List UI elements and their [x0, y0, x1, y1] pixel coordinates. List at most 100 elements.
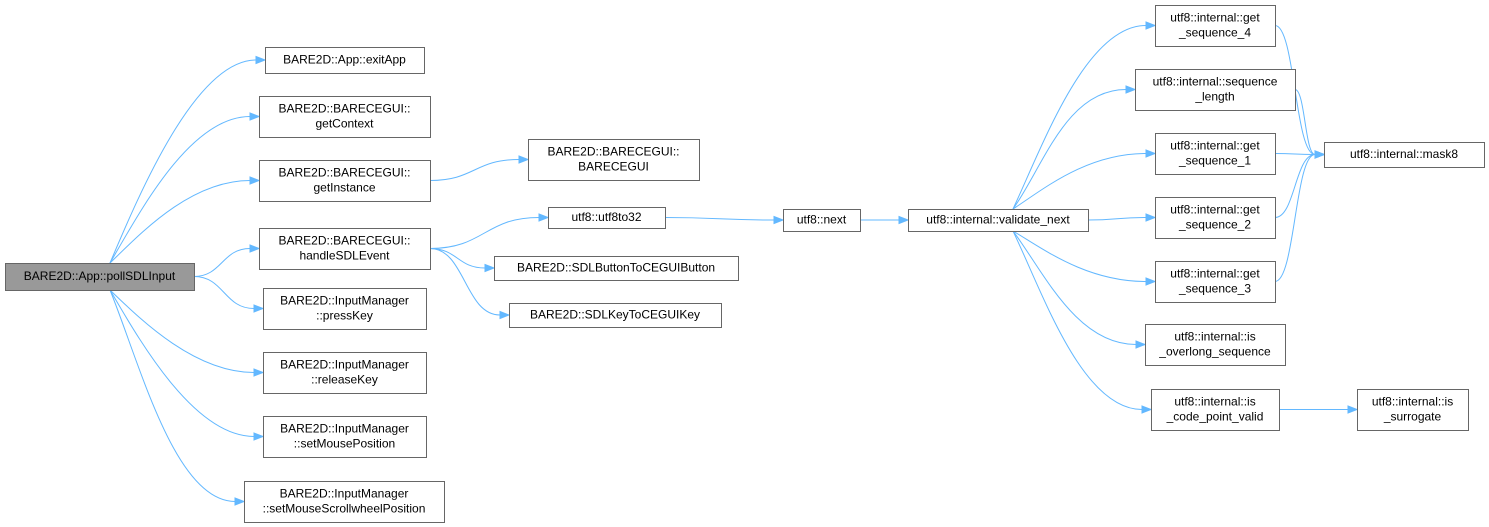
edge-root-to-exitApp	[109, 59, 257, 264]
edge-utf8to32-to-next	[664, 217, 775, 221]
node-getInstance[interactable]: BARE2D::BARECEGUI::getInstance	[259, 160, 431, 202]
edge-arrowhead	[1125, 85, 1137, 94]
node-is_code_point_valid[interactable]: utf8::internal::is_code_point_valid	[1151, 389, 1280, 431]
node-mask8[interactable]: utf8::internal::mask8	[1324, 142, 1485, 168]
node-releaseKey[interactable]: BARE2D::InputManager::releaseKey	[263, 352, 427, 394]
node-get_sequence_4[interactable]: utf8::internal::get_sequence_4	[1155, 5, 1276, 47]
node-root[interactable]: BARE2D::App::pollSDLInput	[5, 263, 195, 291]
edge-validate_next-to-get_sequence_2	[1087, 217, 1147, 221]
node-label: utf8::internal::get	[1170, 139, 1260, 153]
edge-arrowhead	[1135, 340, 1147, 349]
node-validate_next[interactable]: utf8::internal::validate_next	[908, 209, 1089, 232]
edge-arrowhead	[249, 176, 261, 185]
edge-root-to-getContext	[109, 116, 251, 264]
node-label: BARE2D::BARECEGUI::	[278, 102, 410, 116]
node-exitApp[interactable]: BARE2D::App::exitApp	[265, 47, 425, 74]
node-label: _length	[1194, 90, 1234, 104]
node-utf8to32[interactable]: utf8::utf8to32	[548, 207, 666, 229]
node-label: utf8::internal::get	[1170, 267, 1260, 281]
node-box	[265, 47, 425, 74]
edge-root-to-pressKey	[193, 276, 255, 309]
node-setMouseScrollwheelPosition[interactable]: BARE2D::InputManager::setMouseScrollwhee…	[244, 481, 445, 523]
edge-validate_next-to-sequence_length	[1012, 89, 1127, 210]
edge-arrowhead	[253, 368, 265, 377]
node-label: ::setMouseScrollwheelPosition	[263, 502, 426, 516]
edge-arrowhead	[1314, 150, 1326, 159]
node-box	[1155, 133, 1276, 175]
node-box	[528, 139, 700, 181]
node-box	[1151, 389, 1280, 431]
edge-getInstance-to-BARECEGUI	[429, 159, 520, 181]
edge-arrowhead	[1347, 405, 1359, 414]
node-label: utf8::internal::is	[1174, 330, 1255, 344]
node-label: ::setMousePosition	[294, 437, 395, 451]
edge-validate_next-to-get_sequence_4	[1012, 25, 1147, 210]
node-box	[494, 256, 739, 281]
node-SDLKeyToCEGUIKey[interactable]: BARE2D::SDLKeyToCEGUIKey	[509, 303, 722, 328]
node-is_surrogate[interactable]: utf8::internal::is_surrogate	[1357, 389, 1469, 431]
edge-arrowhead	[518, 155, 530, 164]
node-label: BARE2D::InputManager	[280, 422, 409, 436]
edge-sequence_length-to-mask8	[1294, 89, 1316, 155]
node-label: _sequence_2	[1178, 218, 1251, 232]
edge-arrowhead	[253, 304, 265, 313]
node-label: _sequence_4	[1178, 26, 1251, 40]
node-sequence_length[interactable]: utf8::internal::sequence_length	[1135, 69, 1296, 111]
node-label: BARE2D::BARECEGUI::	[278, 166, 410, 180]
node-label: getContext	[315, 117, 374, 131]
edge-handleSDLEvent-to-SDLKeyToCEGUIKey	[429, 248, 501, 316]
node-box	[548, 207, 666, 229]
node-label: BARE2D::App::pollSDLInput	[24, 269, 176, 283]
edge-validate_next-to-is_overlong_sequence	[1012, 230, 1137, 345]
edge-get_sequence_1-to-mask8	[1274, 153, 1316, 155]
node-label: BARE2D::InputManager	[280, 358, 409, 372]
node-is_overlong_sequence[interactable]: utf8::internal::is_overlong_sequence	[1145, 324, 1286, 366]
node-label: utf8::internal::get	[1170, 11, 1260, 25]
edge-validate_next-to-get_sequence_1	[1012, 153, 1147, 210]
node-setMousePosition[interactable]: BARE2D::InputManager::setMousePosition	[263, 416, 427, 458]
node-box	[1324, 142, 1485, 168]
node-box	[783, 209, 861, 232]
edge-arrowhead	[255, 55, 267, 65]
node-box	[263, 288, 427, 330]
edges-layer	[109, 21, 1359, 506]
node-box	[908, 209, 1089, 232]
edge-arrowhead	[1141, 405, 1153, 414]
edge-arrowhead	[253, 432, 265, 441]
node-label: utf8::internal::mask8	[1350, 147, 1458, 161]
node-getContext[interactable]: BARE2D::BARECEGUI::getContext	[259, 96, 431, 138]
edge-get_sequence_2-to-mask8	[1274, 154, 1316, 218]
edge-arrowhead	[1145, 213, 1157, 222]
node-box	[244, 481, 445, 523]
node-label: _sequence_3	[1178, 282, 1251, 296]
node-box	[509, 303, 722, 328]
edge-arrowhead	[773, 215, 785, 225]
node-get_sequence_1[interactable]: utf8::internal::get_sequence_1	[1155, 133, 1276, 175]
edge-arrowhead	[1145, 277, 1157, 286]
node-handleSDLEvent[interactable]: BARE2D::BARECEGUI::handleSDLEvent	[259, 228, 431, 270]
node-label: BARE2D::SDLButtonToCEGUIButton	[517, 261, 715, 275]
node-box	[263, 352, 427, 394]
edge-arrowhead	[249, 112, 261, 121]
node-label: _sequence_1	[1178, 154, 1251, 168]
node-label: utf8::internal::is	[1372, 395, 1453, 409]
node-label: BARE2D::BARECEGUI::	[278, 234, 410, 248]
edge-get_sequence_3-to-mask8	[1274, 154, 1316, 282]
node-box	[1155, 261, 1276, 303]
node-label: BARE2D::InputManager	[280, 487, 409, 501]
node-box	[1357, 389, 1469, 431]
node-get_sequence_3[interactable]: utf8::internal::get_sequence_3	[1155, 261, 1276, 303]
edge-validate_next-to-is_code_point_valid	[1012, 230, 1143, 410]
node-box	[259, 228, 431, 270]
node-box	[263, 416, 427, 458]
node-box	[5, 263, 195, 291]
node-BARECEGUI[interactable]: BARE2D::BARECEGUI::BARECEGUI	[528, 139, 700, 181]
node-pressKey[interactable]: BARE2D::InputManager::pressKey	[263, 288, 427, 330]
node-SDLButtonToCEGUIButton[interactable]: BARE2D::SDLButtonToCEGUIButton	[494, 256, 739, 281]
node-label: utf8::utf8to32	[571, 210, 641, 224]
node-next[interactable]: utf8::next	[783, 209, 861, 232]
edge-root-to-getInstance	[109, 180, 251, 264]
node-get_sequence_2[interactable]: utf8::internal::get_sequence_2	[1155, 197, 1276, 239]
node-label: utf8::internal::get	[1170, 203, 1260, 217]
